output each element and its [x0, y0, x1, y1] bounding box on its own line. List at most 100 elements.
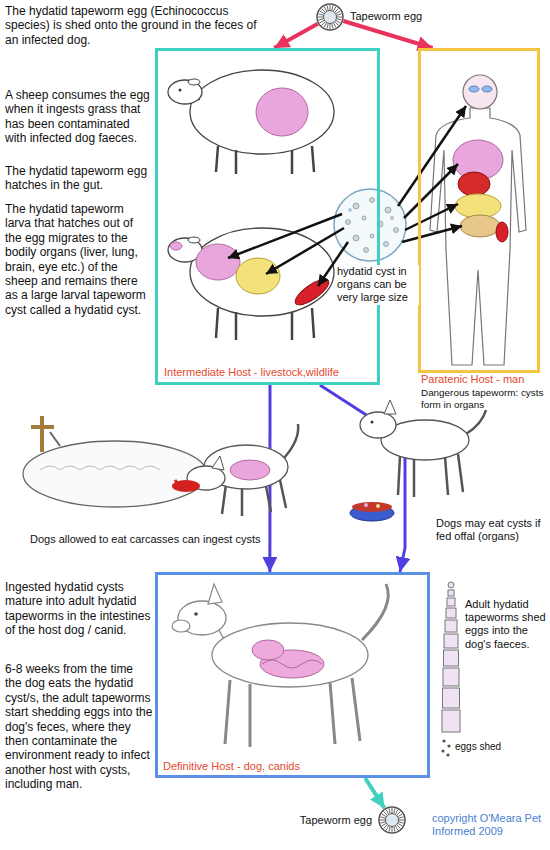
cyst-pointer — [228, 214, 348, 286]
sheep-grazing-part — [190, 70, 334, 154]
egg-symbol-part — [320, 11, 324, 14]
egg-symbol-part — [382, 814, 386, 817]
egg-symbol-part — [394, 808, 395, 813]
sheep-infected-part — [236, 258, 280, 294]
egg-node: Tapeworm egg — [378, 806, 406, 834]
egg-symbol-part — [380, 822, 385, 823]
dog-eating-carcass-part — [266, 486, 271, 512]
egg-symbol — [378, 806, 406, 834]
flow-arrow — [274, 24, 318, 48]
sheep-infected-part — [170, 242, 182, 250]
egg-label: Tapeworm egg — [350, 10, 422, 23]
egg-symbol-part — [330, 24, 331, 29]
dog-definitive-host-part — [194, 612, 198, 616]
dog-eating-carcass-part — [222, 484, 226, 514]
adult-tapeworm-part — [446, 608, 456, 618]
dog-definitive-host-part — [249, 684, 252, 747]
dog-eating-offal — [360, 400, 486, 497]
step-text: Ingested hydatid cysts mature into adult… — [5, 580, 153, 638]
adult-tapeworm-part — [448, 590, 454, 596]
egg-symbol-part — [398, 814, 402, 817]
dog-definitive-host-part — [262, 660, 322, 668]
hydatid-cyst-part — [349, 209, 352, 212]
flow-arrow — [320, 385, 405, 572]
egg-symbol-part — [379, 807, 405, 833]
sheep-carcass — [23, 432, 207, 507]
hydatid-cyst-part — [370, 234, 374, 238]
egg-symbol-part — [396, 810, 399, 814]
host-note: Dangerous tapeworm: cysts form in organs — [421, 387, 549, 411]
dog-eating-carcass-part — [284, 424, 298, 458]
dog-eating-offal-part — [398, 456, 400, 495]
egg-symbol-part — [386, 814, 399, 827]
hydatid-cyst-part — [391, 217, 394, 220]
host-box: Paratenic Host - manDangerous tapeworm: … — [418, 48, 540, 373]
egg-symbol-part — [336, 21, 340, 24]
egg-symbol-part — [334, 7, 337, 11]
adult-tapeworm-part — [445, 620, 457, 632]
dog-eating-carcass-part — [175, 480, 193, 487]
dog-definitive-host-part — [172, 620, 190, 632]
egg-symbol-part — [334, 23, 337, 27]
sheep-grazing-part — [291, 150, 294, 174]
egg-symbol-part — [320, 21, 324, 24]
sheep-infected-part — [235, 312, 238, 340]
adult-tapeworm-part — [444, 650, 459, 666]
sheep-grazing-part — [188, 79, 200, 85]
human-figure-part — [463, 75, 497, 109]
egg-symbol-part — [389, 808, 390, 813]
egg-symbol-part — [399, 820, 404, 821]
adult-tapeworm-part — [448, 582, 454, 588]
food-bowl — [350, 502, 394, 521]
egg-symbol-part — [382, 824, 386, 827]
egg-symbol-part — [384, 825, 388, 829]
egg-symbol-part — [389, 827, 390, 832]
egg-symbol-part — [394, 827, 395, 832]
human-figure-part — [469, 86, 479, 92]
egg-symbol-part — [318, 14, 323, 15]
human-figure-part — [482, 86, 492, 92]
hydatid-cyst-part — [346, 220, 351, 225]
dog-definitive-host-part — [225, 680, 230, 744]
hydatid-cyst-part — [364, 248, 369, 253]
sheep-infected-part — [291, 312, 294, 340]
dog-eating-carcass-part — [241, 488, 244, 516]
dog-eating-carcass-part — [230, 460, 270, 480]
shed-eggs-part — [442, 739, 445, 742]
egg-symbol-part — [322, 9, 326, 13]
human-figure-part — [455, 194, 501, 218]
dog-definitive-host-part — [212, 623, 368, 687]
egg-label: Tapeworm egg — [300, 814, 372, 827]
dog-definitive-host — [172, 584, 388, 747]
egg-node: Tapeworm egg — [316, 3, 344, 31]
step-text: A sheep consumes the egg when it ingests… — [5, 88, 153, 146]
food-bowl-part — [352, 502, 392, 512]
dog-definitive-host-part — [330, 682, 335, 744]
host-label: Paratenic Host - man — [421, 373, 524, 386]
egg-symbol-part — [384, 812, 388, 816]
route-caption: Dogs allowed to eat carcasses can ingest… — [30, 533, 261, 546]
egg-symbol-part — [332, 5, 333, 10]
egg-symbol-part — [398, 824, 402, 827]
flow-arrow — [365, 778, 384, 808]
egg-symbol-part — [386, 810, 389, 814]
adult-tapeworm-part — [443, 688, 460, 708]
dog-eating-offal-part — [384, 400, 396, 414]
egg-symbol-part — [335, 9, 339, 13]
host-label: Definitive Host - dog, canids — [163, 760, 300, 773]
hydatid-cyst-part — [394, 228, 399, 233]
step-text: The hydatid tapeworm egg hatches in the … — [5, 164, 153, 193]
shed-eggs-part — [447, 744, 450, 747]
hydatid-cyst — [334, 189, 406, 261]
eggs-caption: eggs shed — [455, 741, 501, 753]
cyst-pointer-part — [405, 204, 458, 230]
human-figure-part — [496, 222, 508, 242]
hydatid-cyst-part — [334, 189, 406, 261]
side-note: Adult hydatid tapeworms shed eggs into t… — [465, 598, 546, 651]
human-figure — [430, 75, 526, 365]
hydatid-cyst-part — [353, 203, 359, 209]
copyright-note: copyright O'Meara Pet Informed 2009 — [432, 812, 546, 838]
adult-tapeworm-part — [444, 634, 458, 648]
adult-tapeworm-part — [447, 598, 455, 606]
